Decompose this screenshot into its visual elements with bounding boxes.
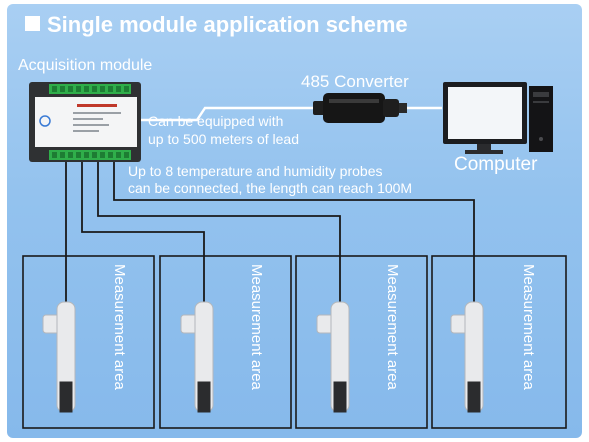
sensor-probe-icon	[42, 301, 76, 413]
measurement-area-box-1	[22, 255, 155, 429]
converter-icon	[313, 93, 407, 123]
acquisition-module-icon	[29, 82, 141, 162]
page-title-text: Single module application scheme	[47, 12, 408, 37]
measurement-area-label-1: Measurement area	[111, 264, 128, 390]
diagram-graphics	[22, 82, 567, 429]
wire-probe-2	[81, 160, 205, 304]
computer-icon	[443, 82, 553, 154]
wire-probe-3	[97, 160, 341, 304]
square-bullet-icon	[25, 16, 40, 31]
converter-label: 485 Converter	[301, 72, 409, 91]
measurement-area-box-2	[159, 255, 292, 429]
wire-probe-4	[113, 160, 475, 304]
lead-note-line-1: Can be equipped with	[148, 113, 284, 129]
measurement-area-box-4	[431, 255, 567, 429]
acquisition-module-label: Acquisition module	[18, 57, 153, 74]
probe-note-line-2: can be connected, the length can reach 1…	[128, 180, 413, 196]
computer-label: Computer	[454, 154, 538, 175]
diagram-panel: Single module application scheme Acquisi…	[7, 4, 582, 438]
measurement-area-label-2: Measurement area	[248, 264, 265, 390]
measurement-area-label-4: Measurement area	[520, 264, 537, 390]
lead-note-line-2: up to 500 meters of lead	[148, 131, 299, 147]
sensor-probe-icon	[450, 301, 484, 413]
sensor-probes	[42, 301, 484, 413]
measurement-area-label-3: Measurement area	[384, 264, 401, 390]
page-title: Single module application scheme	[25, 12, 408, 38]
sensor-probe-icon	[180, 301, 214, 413]
measurement-area-box-3	[295, 255, 428, 429]
lead-cable	[135, 106, 313, 122]
sensor-probe-icon	[316, 301, 350, 413]
probe-note-line-1: Up to 8 temperature and humidity probes	[128, 163, 383, 179]
